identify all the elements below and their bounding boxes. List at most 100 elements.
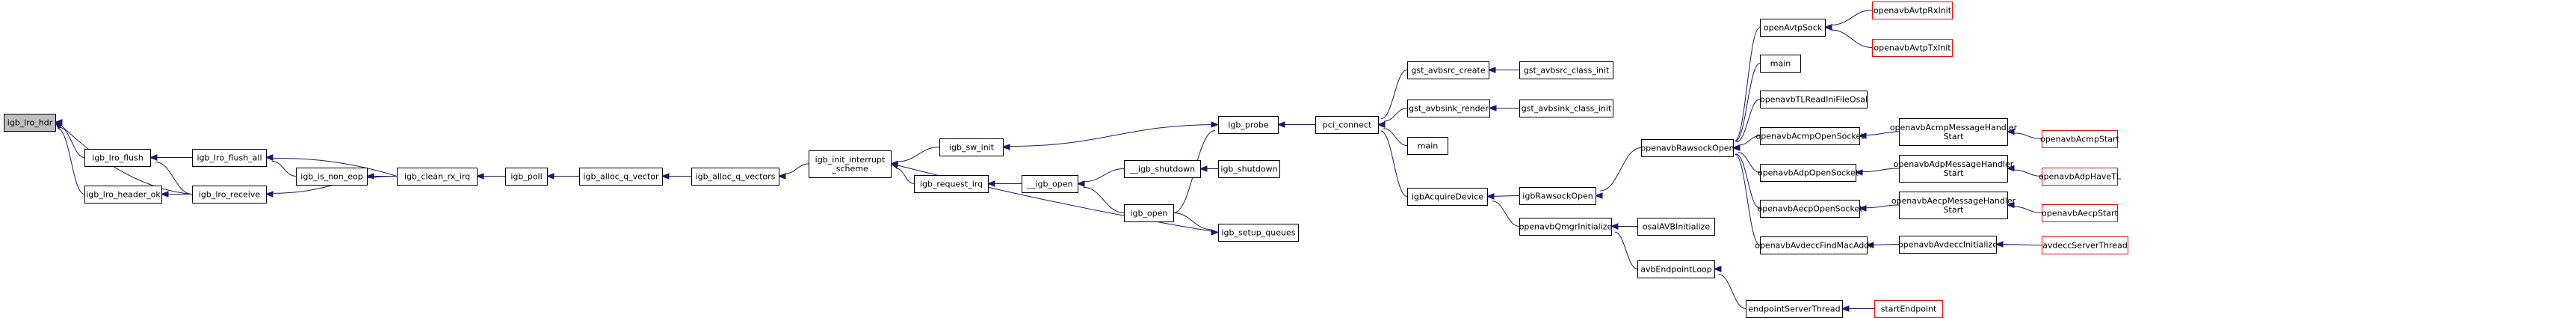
node-gst-avbsink-render[interactable]: gst_avbsink_render <box>1407 100 1490 117</box>
node-openavb-aecp-start[interactable]: openavbAecpStart <box>2042 204 2119 222</box>
node-igb-lro-receive[interactable]: igb_lro_receive <box>192 186 267 204</box>
node-avb-endpoint-loop[interactable]: avbEndpointLoop <box>1637 260 1715 278</box>
node-igb-shutdown[interactable]: igb_shutdown <box>1218 160 1280 178</box>
node-igb-lro-hdr[interactable]: igb_lro_hdr <box>4 114 56 132</box>
node-osal-avbinitialize[interactable]: osalAVBInitialize <box>1637 218 1715 236</box>
node-label: openavbAvdeccInitialize <box>1898 240 1998 250</box>
edge-arrowhead <box>2006 165 2015 172</box>
node-igb-init-interrupt-scheme[interactable]: igb_init_interrupt_scheme <box>809 150 892 178</box>
node-label: igb_lro_header_ok <box>86 190 161 200</box>
node-label: main <box>1418 141 1439 151</box>
node-igb-alloc-q-vectors[interactable]: igb_alloc_q_vectors <box>691 168 779 186</box>
node-openavb-avtp-rx-init[interactable]: openavbAvtpRxInit <box>1872 1 1953 19</box>
node-igb-clean-rx-irq[interactable]: igb_clean_rx_irq <box>397 168 478 186</box>
node-openavb-acmp-start[interactable]: openavbAcmpStart <box>2040 130 2120 148</box>
node-openavb-qmgr-initialize[interactable]: openavbQmgrInitialize <box>1519 218 1613 236</box>
node-avdecc-server-thread[interactable]: avdeccServerThread <box>2042 236 2128 254</box>
edge-igb-probe-to-igb-sw-init <box>1009 124 1219 147</box>
node-gst-avbsrc-create[interactable]: gst_avbsrc_create <box>1407 61 1489 79</box>
node-igb-lro-flush-all[interactable]: igb_lro_flush_all <box>192 149 267 167</box>
node-box <box>1407 61 1489 79</box>
node-label: avdeccServerThread <box>2042 241 2128 251</box>
node-start-endpoint[interactable]: startEndpoint <box>1874 300 1943 318</box>
node-igb-rawsock-open[interactable]: igbRawsockOpen <box>1519 187 1596 205</box>
edge-main2-to-openavb-rawsock-open <box>1735 63 1761 142</box>
node-igb-poll[interactable]: igb_poll <box>505 168 548 186</box>
node-openavb-avtp-tx-init[interactable]: openavbAvtpTxInit <box>1872 39 1953 57</box>
node-igb-probe[interactable]: igb_probe <box>1218 116 1279 134</box>
edge-avb-endpoint-loop-to-openavb-qmgr-initialize <box>1614 231 1638 269</box>
node-box <box>1872 39 1953 57</box>
edge-openavb-avtp-rx-init-to-open-avtp-sock <box>1831 10 1873 25</box>
edge-openavb-adp-have-tl-to-openavb-adp-message-handler-start <box>2013 169 2042 177</box>
node-igb-acquire-device[interactable]: igbAcquireDevice <box>1407 188 1488 206</box>
node-igb-open[interactable]: igb_open <box>1124 204 1174 222</box>
node-openavb-aecp-open-socket[interactable]: openavbAecpOpenSocket <box>1757 200 1863 218</box>
node-open-avtp-sock[interactable]: openAvtpSock <box>1760 19 1826 37</box>
node-igb-sw-init[interactable]: igb_sw_init <box>939 138 1004 156</box>
edge-arrowhead <box>365 173 374 180</box>
node-label: openavbAcmpOpenSocket <box>1756 132 1865 141</box>
edge-arrowhead <box>661 173 670 180</box>
node-pci-connect[interactable]: pci_connect <box>1315 116 1379 134</box>
edge-main1-to-pci-connect <box>1383 128 1408 146</box>
node-label: openavbAdpOpenSocket <box>1758 168 1859 178</box>
edge-arrowhead <box>1594 192 1603 199</box>
node-openavb-avdecc-find-mac-addr[interactable]: openavbAvdeccFindMacAddr <box>1755 236 1873 254</box>
node-gst-avbsink-class-init[interactable]: gst_avbsink_class_init <box>1519 100 1613 117</box>
edge-arrowhead <box>1995 241 2004 248</box>
node-openavb-rawsock-open[interactable]: openavbRawsockOpen <box>1640 139 1735 157</box>
node-label: main <box>1770 59 1791 69</box>
node-openavb-adp-open-socket[interactable]: openavbAdpOpenSocket <box>1758 164 1859 182</box>
node-igb-shutdown[interactable]: __igb_shutdown <box>1124 160 1201 178</box>
edge-openavb-qmgr-initialize-to-igb-acquire-device <box>1492 201 1520 227</box>
node-box <box>1519 187 1596 205</box>
node-igb-lro-header-ok[interactable]: igb_lro_header_ok <box>84 186 162 204</box>
node-box <box>1760 127 1860 145</box>
node-openavb-acmp-open-socket[interactable]: openavbAcmpOpenSocket <box>1756 127 1865 145</box>
node-igb-lro-flush[interactable]: igb_lro_flush <box>84 149 151 167</box>
node-igb-alloc-q-vector[interactable]: igb_alloc_q_vector <box>579 168 663 186</box>
node-label: gst_avbsink_render <box>1409 104 1489 114</box>
node-label: igb_request_irq <box>920 180 983 189</box>
edge-openavb-acmp-start-to-openavb-acmp-message-handler-start <box>2013 132 2042 139</box>
node-box <box>1218 224 1299 242</box>
node-box <box>1760 91 1868 108</box>
edge-arrowhead <box>1001 144 1010 150</box>
node-igb-is-non-eop[interactable]: igb_is_non_eop <box>296 168 368 186</box>
node-box <box>1760 19 1826 37</box>
node-box <box>1218 160 1280 178</box>
node-openavb-tlread-ini-file-osal[interactable]: openavbTLReadIniFileOsal <box>1760 91 1868 108</box>
node-label: igbAcquireDevice <box>1412 192 1483 202</box>
node-box <box>1760 236 1868 254</box>
node-main1[interactable]: main <box>1407 137 1448 155</box>
edge-igb-lro-receive-to-igb-lro-hdr <box>61 125 193 195</box>
node-box <box>1899 192 2008 219</box>
node-label: openavbAecpStart <box>2042 209 2118 218</box>
node-igb-open[interactable]: __igb_open <box>1022 175 1078 193</box>
edge-igb-open-to-igb-setup-queues <box>1173 212 1212 230</box>
node-main2[interactable]: main <box>1760 55 1801 73</box>
node-box <box>1519 61 1613 79</box>
node-openavb-adp-have-tl[interactable]: openavbAdpHaveTL <box>2039 168 2122 186</box>
edge-open-avtp-sock-to-openavb-rawsock-open <box>1734 27 1761 142</box>
node-label: startEndpoint <box>1881 305 1937 314</box>
node-endpoint-server-thread[interactable]: endpointServerThread <box>1746 300 1843 318</box>
edge-openavb-tlread-ini-file-osal-to-openavb-rawsock-open <box>1736 99 1761 143</box>
node-openavb-avdecc-initialize[interactable]: openavbAvdeccInitialize <box>1898 236 1998 254</box>
node-igb-setup-queues[interactable]: igb_setup_queues <box>1218 224 1299 242</box>
node-gst-avbsrc-class-init[interactable]: gst_avbsrc_class_init <box>1519 61 1613 79</box>
node-igb-request-irq[interactable]: igb_request_irq <box>914 175 989 193</box>
node-box <box>1519 218 1612 236</box>
edge-arrowhead <box>1211 229 1220 236</box>
edge-igb-request-irq-to-igb-init-interrupt-scheme <box>895 168 915 184</box>
node-label: openavbAvdeccFindMacAddr <box>1755 241 1873 251</box>
edge-igb-sw-init-to-igb-init-interrupt-scheme <box>897 147 940 162</box>
edge-igb-open-to-igb-open <box>1083 186 1125 213</box>
nodes-layer: igb_lro_hdr igb_lro_flush igb_lro_header_o… <box>4 1 2128 318</box>
node-label: gst_avbsrc_create <box>1411 66 1485 76</box>
node-label: igb_probe <box>1228 120 1268 130</box>
